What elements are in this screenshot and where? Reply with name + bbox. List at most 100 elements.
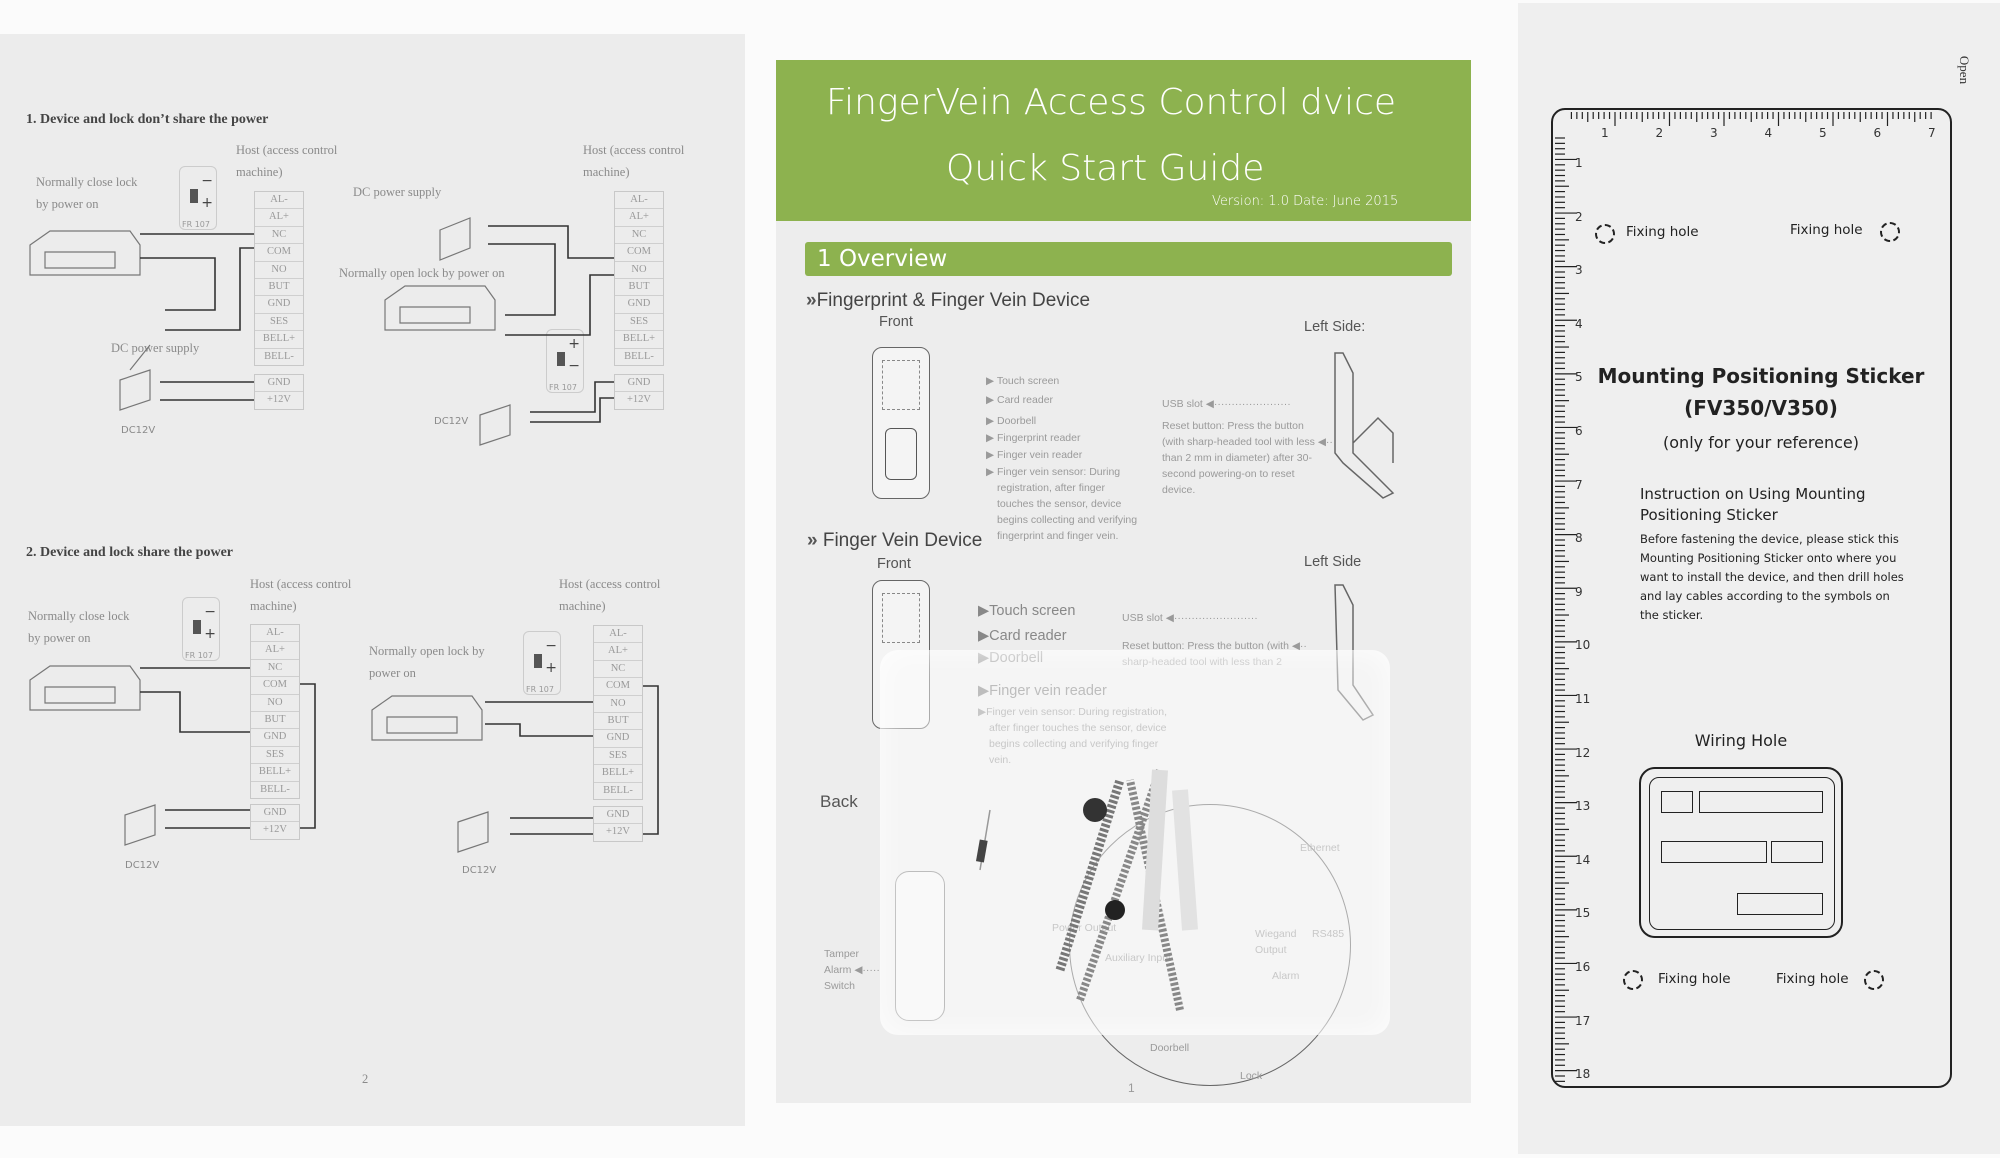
diode-fr107: −+FR 107 [523, 631, 561, 695]
ruler-number: 8 [1575, 531, 1583, 546]
sticker-title: Mounting Positioning Sticker [1597, 364, 1925, 388]
terminal-bellplus: BELL+ [594, 765, 642, 783]
terminal-nc: NC [255, 227, 303, 245]
instruction-body: Before fastening the device, please stic… [1640, 532, 1904, 622]
screw-head-icon [1083, 798, 1107, 822]
screw-icon [1055, 778, 1125, 972]
power-terminal-block: GND+12V [614, 374, 664, 410]
reset-description: Reset button: Press the button(with shar… [1162, 420, 1333, 496]
port-auxiliary-input: Auxiliary Input [1105, 952, 1171, 964]
terminal-but: BUT [251, 712, 299, 730]
supply-label: DC power supply [111, 341, 200, 355]
wiring-hole-outline [1639, 767, 1843, 938]
sticker-page [1518, 3, 2000, 1154]
terminal-gnd: GND [615, 375, 663, 393]
lock-label: Normally open lock by power on [339, 266, 505, 280]
lock-icon [29, 230, 141, 276]
fixing-hole-icon [1623, 970, 1643, 990]
terminal-ses: SES [594, 748, 642, 766]
diode-fr107: +−FR 107 [546, 329, 584, 393]
ruler-number: 5 [1819, 126, 1827, 140]
label-finger-vein-reader: ▶Finger vein reader [978, 683, 1107, 699]
ruler-number: 1 [1601, 126, 1609, 140]
fp-device-front-drawing [872, 347, 930, 499]
fixing-hole-label: Fixing hole [1790, 222, 1863, 238]
ruler-number: 4 [1764, 126, 1773, 140]
port-lock: Lock [1240, 1070, 1263, 1082]
front-label: Front [877, 556, 911, 572]
ruler-number: 2 [1575, 209, 1583, 224]
terminal-bellplus: BELL+ [615, 331, 663, 349]
section1-heading: 1. Device and lock don’t share the power [26, 112, 269, 127]
guide-title: FingerVein Access Control dvice [826, 82, 1397, 123]
terminal-ses: SES [255, 314, 303, 332]
title-banner [776, 60, 1471, 221]
terminal-bellminus: BELL- [603, 784, 633, 796]
ruler-number: 5 [1575, 370, 1583, 385]
ruler-number: 13 [1575, 799, 1591, 814]
left-side-label: Left Side [1304, 554, 1362, 570]
terminal-bellminus: BELL- [260, 783, 290, 795]
power-adapter-icon [439, 217, 471, 261]
terminal-bellplus: BELL+ [255, 331, 303, 349]
back-label: Back [820, 792, 858, 811]
terminal-alplus: AL+ [615, 209, 663, 227]
label-touch-screen: ▶Touch screen [978, 603, 1076, 619]
power-adapter-icon [479, 404, 511, 446]
terminal-alminus: AL- [594, 626, 642, 644]
guide-subtitle: Quick Start Guide [946, 148, 1265, 189]
connector-icon [1661, 841, 1767, 863]
terminal-alplus: AL+ [594, 643, 642, 661]
connector-icon [1699, 791, 1823, 813]
section2-heading: 2. Device and lock share the power [26, 545, 233, 560]
front-label: Front [879, 314, 913, 330]
diode-fr107: −+FR 107 [179, 166, 217, 230]
dc-label: DC12V [125, 860, 160, 871]
ruler-number: 11 [1575, 692, 1591, 706]
power-adapter-icon [457, 811, 489, 853]
terminal-no: NO [594, 696, 642, 713]
power-terminal-block: GND+12V [254, 374, 304, 410]
lock-icon [29, 665, 141, 711]
dc-label: DC12V [462, 865, 497, 876]
diode-icon [975, 809, 991, 871]
device-back-drawing [895, 871, 945, 1021]
screw-head-icon [1105, 900, 1125, 920]
ruler-number: 4 [1575, 316, 1583, 331]
ruler-number: 3 [1575, 263, 1583, 278]
ruler-number: 15 [1575, 906, 1591, 921]
page-number: 1 [1128, 1081, 1135, 1095]
fixing-hole-label: Fixing hole [1626, 224, 1699, 240]
version-info: Version: 1.0 Date: June 2015 [1212, 194, 1399, 209]
ruler-number: 17 [1575, 1013, 1591, 1028]
ruler-number: 2 [1655, 126, 1664, 140]
ruler-number: 18 [1575, 1067, 1591, 1082]
fp-device-side-drawing [1334, 352, 1395, 499]
fv-device-heading: » Finger Vein Device [807, 530, 983, 551]
terminal-plus12v: +12V [626, 394, 651, 406]
terminal-but: BUT [594, 713, 642, 731]
ruler-number: 14 [1575, 852, 1591, 867]
terminal-gnd: GND [255, 296, 303, 314]
terminal-ses: SES [251, 747, 299, 765]
label-touch-screen: ▶ Touch screen [986, 375, 1060, 387]
terminal-nc: NC [251, 660, 299, 678]
label-card-reader: ▶Card reader [978, 628, 1067, 644]
port-rs485: RS485 [1312, 928, 1345, 940]
ruler-number: 9 [1575, 584, 1583, 599]
fv-device-side-drawing [1334, 584, 1375, 721]
overview-heading: 1 Overview [805, 242, 1452, 276]
ruler-number: 3 [1710, 126, 1718, 140]
wiring-page [0, 34, 745, 1126]
port-ethernet: Ethernet [1300, 842, 1340, 854]
ruler-number: 7 [1575, 477, 1583, 492]
terminal-alplus: AL+ [255, 209, 303, 227]
terminal-no: NO [251, 695, 299, 712]
